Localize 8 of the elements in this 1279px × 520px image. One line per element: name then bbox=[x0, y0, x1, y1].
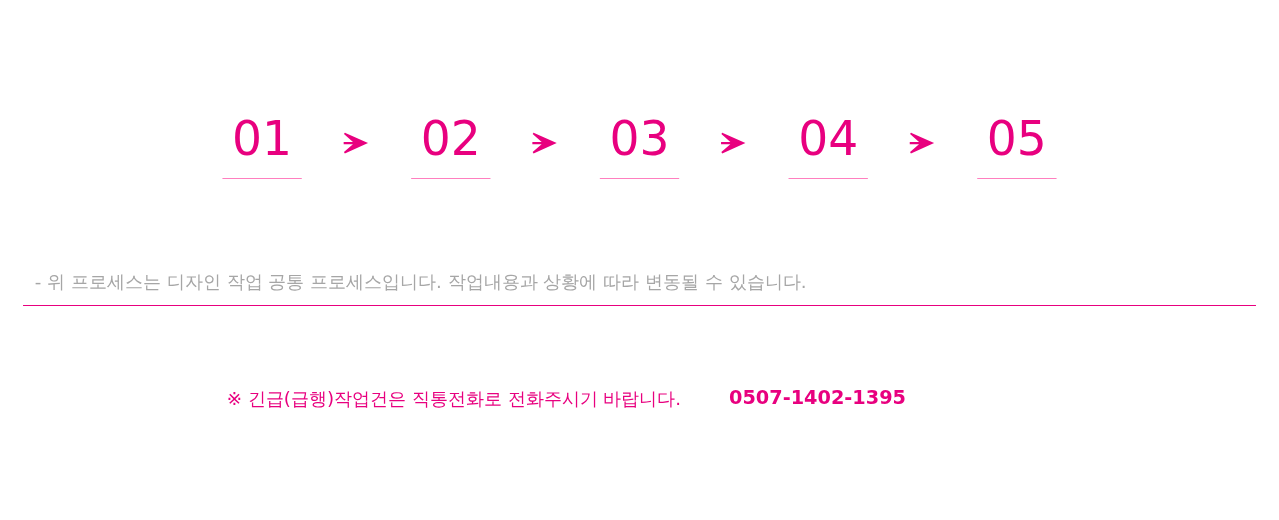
node-text: 05 bbox=[986, 110, 1047, 166]
node-text: 04 bbox=[798, 110, 859, 166]
label: ※ 긴급(급행)작업건은 직통전화로 전화주시기 바랍니다. bbox=[226, 387, 682, 409]
label: - 위 프로세스는 디자인 작업 공통 프로세스입니다. 작업내용과 상황에 따라 변동될 수 있습니다. bbox=[34, 270, 807, 292]
node-text: 02 bbox=[420, 110, 481, 166]
node-text: 01 bbox=[232, 110, 293, 166]
label: 0507-1402-1395 bbox=[729, 385, 907, 409]
node-text: 03 bbox=[609, 110, 670, 166]
